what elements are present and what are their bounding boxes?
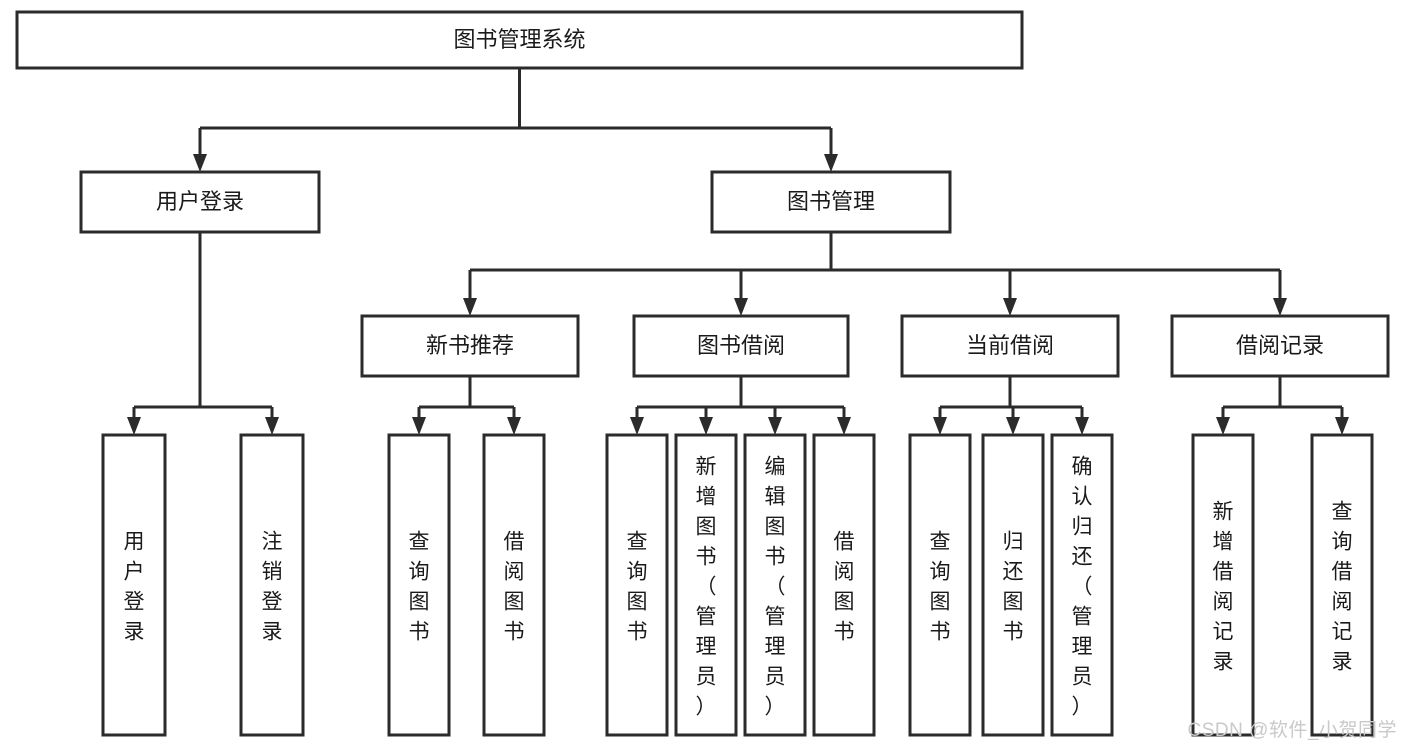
leaf-node-leaf-query-book-3[interactable]: 查询图书 (908, 433, 972, 737)
conn-book-borrow-to-leaves (630, 376, 851, 435)
node-box[interactable] (387, 433, 451, 737)
node-box[interactable] (743, 433, 807, 737)
node-box[interactable] (482, 433, 546, 737)
node-label: 注销登录 (262, 530, 283, 643)
conn-new-book-to-leaves (412, 376, 521, 435)
leaf-node-leaf-add-book-admin[interactable]: 新增图书（管理员） (674, 433, 738, 737)
conn-current-borrow-to-leaves (933, 376, 1089, 435)
node-box[interactable] (1191, 433, 1255, 737)
conn-book-manage-to-level3 (463, 232, 1287, 316)
node-box[interactable] (605, 433, 669, 737)
node-label: 图书管理系统 (453, 27, 585, 52)
node-label: 用户登录 (156, 189, 244, 214)
node-box[interactable] (908, 433, 972, 737)
root-node-root[interactable]: 图书管理系统 (15, 10, 1024, 70)
node-box[interactable] (1310, 433, 1374, 737)
leaf-node-leaf-add-borrow-record[interactable]: 新增借阅记录 (1191, 433, 1255, 737)
node-label: 编辑图书（管理员） (765, 455, 786, 718)
node-label: 借阅图书 (504, 530, 525, 643)
node-box[interactable] (674, 433, 738, 737)
leaf-node-leaf-logout-login[interactable]: 注销登录 (239, 433, 305, 737)
node-box[interactable] (360, 314, 580, 378)
node-box[interactable] (632, 314, 850, 378)
node-box[interactable] (15, 10, 1024, 70)
node-box[interactable] (812, 433, 876, 737)
node-label: 图书借阅 (697, 333, 785, 358)
node-label: 新增借阅记录 (1213, 500, 1234, 673)
node-label: 查询图书 (627, 530, 648, 643)
conn-root-to-level2 (193, 68, 838, 172)
leaf-node-leaf-query-borrow-record[interactable]: 查询借阅记录 (1310, 433, 1374, 737)
leaf-node-leaf-query-book-2[interactable]: 查询图书 (605, 433, 669, 737)
node-label: 归还图书 (1003, 530, 1024, 643)
node-label: 确认归还（管理员） (1072, 455, 1093, 718)
node-label: 借阅记录 (1236, 333, 1324, 358)
node-label: 当前借阅 (966, 333, 1054, 358)
node-label: 查询图书 (409, 530, 430, 643)
conn-borrow-record-to-leaves (1216, 376, 1349, 435)
node-box[interactable] (1050, 433, 1114, 737)
leaf-node-leaf-borrow-book-2[interactable]: 借阅图书 (812, 433, 876, 737)
connector-layer (127, 68, 1349, 435)
node-label: 新增图书（管理员） (696, 455, 717, 718)
node-label: 用户登录 (124, 530, 145, 643)
node-box[interactable] (710, 170, 952, 234)
node-box[interactable] (900, 314, 1120, 378)
node-label: 新书推荐 (426, 333, 514, 358)
level3-node-l3-current-borrow[interactable]: 当前借阅 (900, 314, 1120, 378)
level3-node-l3-new-book-recommend[interactable]: 新书推荐 (360, 314, 580, 378)
level3-node-l3-book-borrow[interactable]: 图书借阅 (632, 314, 850, 378)
node-layer: 图书管理系统用户登录图书管理新书推荐图书借阅当前借阅借阅记录用户登录注销登录查询… (15, 10, 1390, 737)
node-box[interactable] (239, 433, 305, 737)
leaf-node-leaf-user-login[interactable]: 用户登录 (101, 433, 167, 737)
leaf-node-leaf-edit-book-admin[interactable]: 编辑图书（管理员） (743, 433, 807, 737)
watermark-text: CSDN @软件_小贺同学 (1187, 720, 1397, 741)
conn-user-login-to-leaves (127, 232, 279, 435)
node-label: 借阅图书 (834, 530, 855, 643)
leaf-node-leaf-query-book-1[interactable]: 查询图书 (387, 433, 451, 737)
node-label: 图书管理 (787, 189, 875, 214)
level2-node-l2-book-manage[interactable]: 图书管理 (710, 170, 952, 234)
level2-node-l2-user-login[interactable]: 用户登录 (79, 170, 321, 234)
node-box[interactable] (101, 433, 167, 737)
node-box[interactable] (981, 433, 1045, 737)
node-box[interactable] (79, 170, 321, 234)
leaf-node-leaf-return-book[interactable]: 归还图书 (981, 433, 1045, 737)
leaf-node-leaf-borrow-book-1[interactable]: 借阅图书 (482, 433, 546, 737)
node-label: 查询借阅记录 (1332, 500, 1353, 673)
node-box[interactable] (1170, 314, 1390, 378)
node-label: 查询图书 (930, 530, 951, 643)
leaf-node-leaf-confirm-return-admin[interactable]: 确认归还（管理员） (1050, 433, 1114, 737)
level3-node-l3-borrow-record[interactable]: 借阅记录 (1170, 314, 1390, 378)
